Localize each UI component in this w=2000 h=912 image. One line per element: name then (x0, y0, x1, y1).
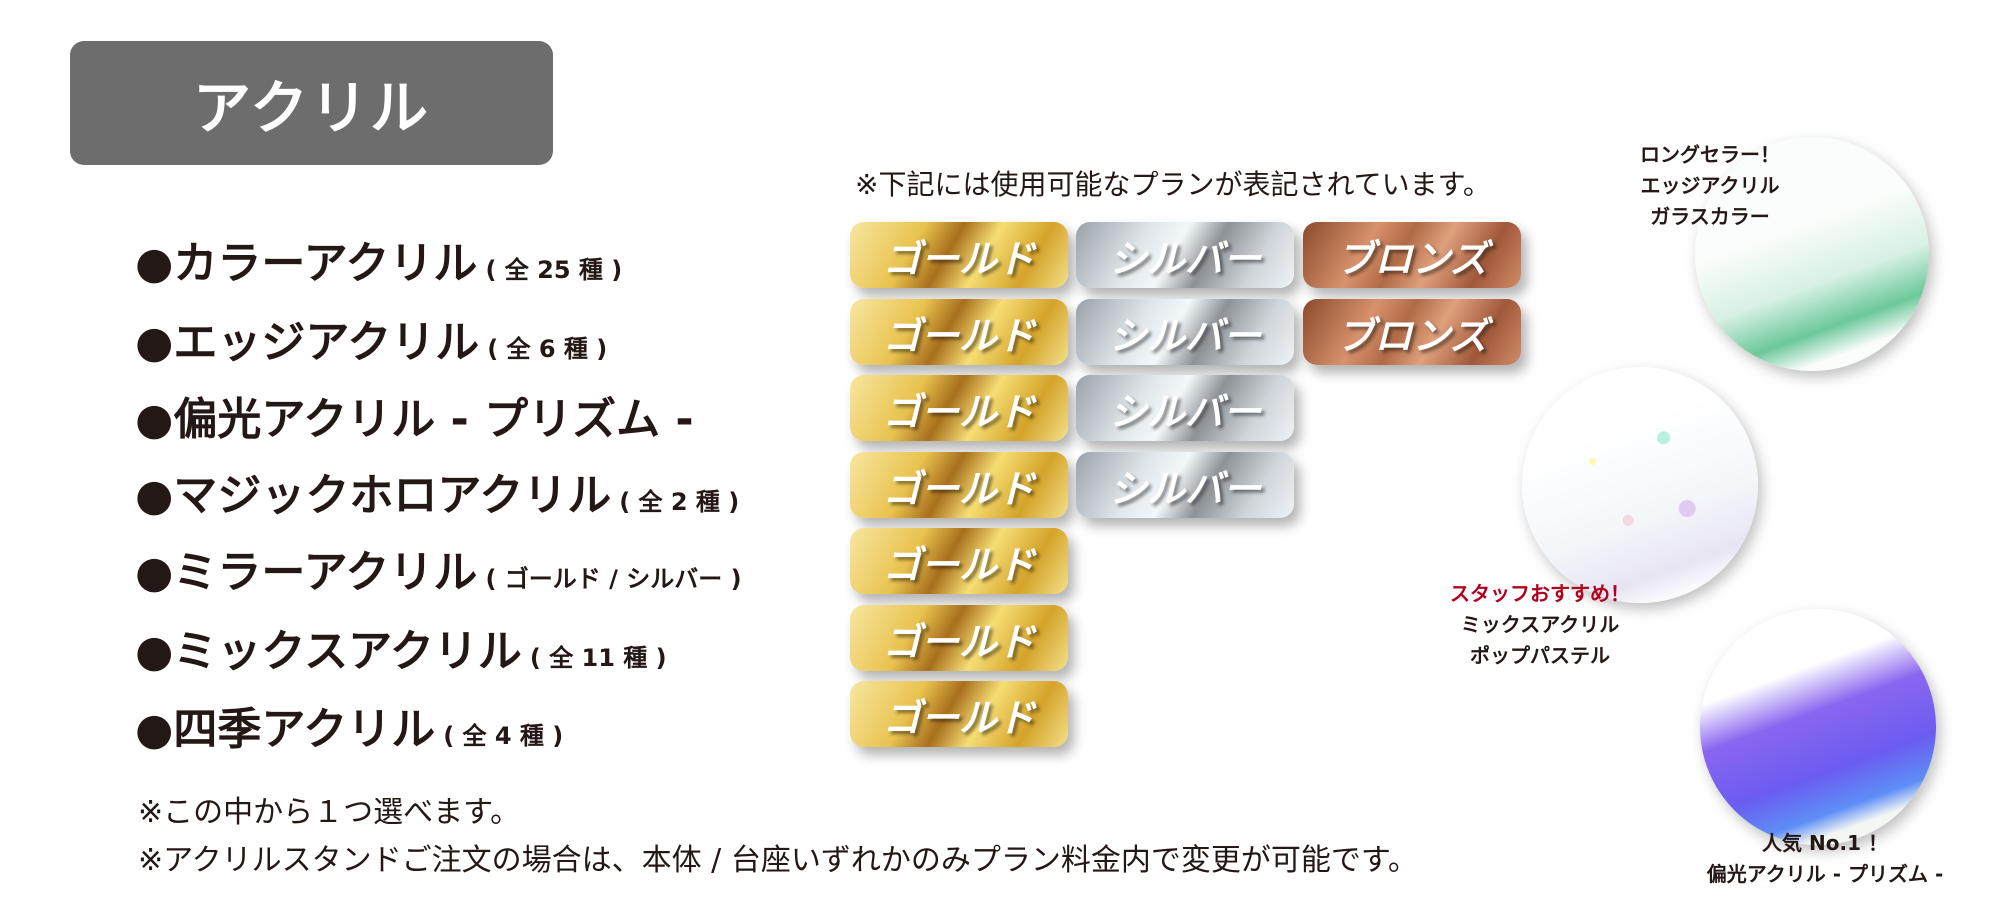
plan-badge-gold: ゴールド (850, 375, 1068, 441)
acrylic-type-item: ●四季アクリル( 全 4 種 ) (135, 693, 563, 757)
acrylic-type-name: ●四季アクリル (135, 704, 436, 755)
plan-badge-gold: ゴールド (850, 605, 1068, 671)
note-stand-order: ※アクリルスタンドご注文の場合は、本体 / 台座いずれかのみプラン料金内で変更が… (138, 843, 1418, 878)
acrylic-type-count: ( 全 11 種 ) (529, 644, 667, 672)
caption-line: ミックスアクリル (1460, 612, 1620, 637)
acrylic-type-count: ( 全 4 種 ) (443, 722, 564, 750)
caption-prism: 人気 No.1 ！ 偏光アクリル - プリズム - (1707, 828, 1944, 890)
plan-badge-gold: ゴールド (850, 452, 1068, 518)
acrylic-type-count: ( ゴールド / シルバー ) (485, 565, 742, 593)
plan-badge-silver: シルバー (1076, 375, 1294, 441)
acrylic-type-item: ●ミックスアクリル( 全 11 種 ) (135, 615, 667, 679)
edge-acrylic-photo (1695, 137, 1929, 371)
plan-badge-silver: シルバー (1076, 299, 1294, 365)
caption-line: ポップパステル (1470, 643, 1610, 668)
acrylic-type-name: ●カラーアクリル (135, 238, 478, 289)
plan-badge-silver: シルバー (1076, 452, 1294, 518)
caption-line: 人気 No.1 ！ (1762, 831, 1888, 855)
acrylic-type-name: ●偏光アクリル - プリズム - (135, 394, 694, 445)
acrylic-type-item: ●ミラーアクリル( ゴールド / シルバー ) (135, 536, 742, 600)
acrylic-type-name: ●ミックスアクリル (135, 626, 522, 677)
caption-highlight: スタッフおすすめ！ (1450, 581, 1630, 606)
caption-line: ガラスカラー (1650, 204, 1770, 229)
acrylic-type-name: ●マジックホロアクリル (135, 470, 612, 521)
plan-badge-gold: ゴールド (850, 299, 1068, 365)
plan-badge-gold: ゴールド (850, 681, 1068, 747)
plan-note: ※下記には使用可能なプランが表記されています。 (855, 168, 1491, 201)
caption-edge: ロングセラー！ エッジアクリル ガラスカラー (1640, 140, 1780, 233)
acrylic-type-item: ●偏光アクリル - プリズム - (135, 383, 702, 447)
plan-badge-silver: シルバー (1076, 222, 1294, 288)
acrylic-type-name: ●エッジアクリル (135, 317, 480, 368)
section-title: アクリル (70, 41, 553, 165)
note-choose-one: ※この中から１つ選べます。 (138, 795, 521, 830)
mix-acrylic-photo (1522, 367, 1758, 603)
plan-badge-gold: ゴールド (850, 528, 1068, 594)
prism-acrylic-photo (1700, 609, 1936, 845)
acrylic-type-count: ( 全 25 種 ) (485, 256, 623, 284)
plan-badge-gold: ゴールド (850, 222, 1068, 288)
acrylic-type-item: ●マジックホロアクリル( 全 2 種 ) (135, 459, 739, 523)
caption-mix: スタッフおすすめ！ ミックスアクリル ポップパステル (1450, 579, 1630, 672)
acrylic-type-count: ( 全 6 種 ) (487, 335, 608, 363)
acrylic-type-item: ●カラーアクリル( 全 25 種 ) (135, 227, 622, 291)
acrylic-type-item: ●エッジアクリル( 全 6 種 ) (135, 306, 607, 370)
caption-line: 偏光アクリル - プリズム - (1706, 862, 1944, 886)
caption-line: エッジアクリル (1640, 173, 1780, 198)
acrylic-type-count: ( 全 2 種 ) (619, 488, 740, 516)
acrylic-type-name: ●ミラーアクリル (135, 547, 478, 598)
plan-badge-bronze: ブロンズ (1303, 222, 1521, 288)
caption-line: ロングセラー！ (1640, 142, 1780, 167)
plan-badge-bronze: ブロンズ (1303, 299, 1521, 365)
